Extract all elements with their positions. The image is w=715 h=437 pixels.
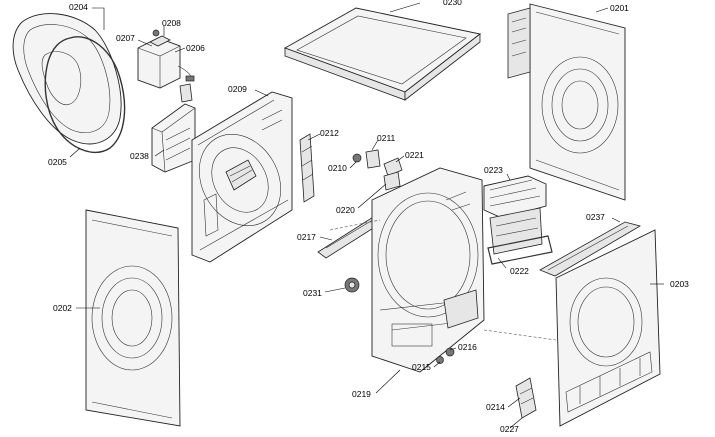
callout-0215: 0215	[412, 362, 431, 372]
part-side-panel-0202	[85, 209, 181, 427]
part-seal-0222	[487, 235, 553, 265]
part-handle-0214-0227	[515, 377, 537, 419]
callout-0237: 0237	[586, 212, 605, 222]
part-knob-0231	[344, 277, 360, 293]
callout-0208: 0208	[162, 18, 181, 28]
part-side-panel-0201	[507, 3, 626, 201]
callout-0238: 0238	[130, 151, 149, 161]
callout-0227: 0227	[500, 424, 519, 434]
callout-0219: 0219	[352, 389, 371, 399]
callout-0210: 0210	[328, 163, 347, 173]
callout-0209: 0209	[228, 84, 247, 94]
callout-0202: 0202	[53, 303, 72, 313]
part-gasket-0205	[44, 36, 126, 153]
part-top-cover-0230	[283, 7, 482, 101]
part-rear-panel-0209	[191, 91, 293, 263]
callout-0203: 0203	[670, 279, 689, 289]
part-screws-0216-0215	[436, 347, 455, 364]
part-front-panel-0203	[555, 229, 661, 427]
callout-0216: 0216	[458, 342, 477, 352]
callout-0207: 0207	[116, 33, 135, 43]
callout-0222: 0222	[510, 266, 529, 276]
part-screws-0211-0210	[352, 149, 381, 169]
part-clip-0220	[383, 171, 401, 191]
part-filter-0223	[483, 175, 547, 255]
part-strip-0237	[539, 221, 642, 277]
callout-0223: 0223	[484, 165, 503, 175]
callout-0220: 0220	[336, 205, 355, 215]
callout-0206: 0206	[186, 43, 205, 53]
part-module-0206	[137, 29, 195, 89]
callout-0230: 0230	[443, 0, 462, 7]
part-filter-housing-0238	[151, 83, 196, 173]
callout-0231: 0231	[303, 288, 322, 298]
callout-0211: 0211	[377, 133, 396, 143]
part-front-shield-0219	[371, 167, 485, 373]
callout-0205: 0205	[48, 157, 67, 167]
part-door-seal-0204	[12, 13, 122, 145]
assembly-lines	[329, 219, 557, 341]
callout-0204: 0204	[69, 2, 88, 12]
callout-0212: 0212	[320, 128, 339, 138]
callout-0214: 0214	[486, 402, 505, 412]
callout-0201: 0201	[610, 3, 629, 13]
callout-labels: 0204 0208 0207 0206 0205 0238 0209 0230 …	[48, 0, 689, 434]
part-hinge-0212	[299, 133, 315, 203]
part-clip-0221	[383, 157, 403, 177]
callout-0221: 0221	[405, 150, 424, 160]
callout-0217: 0217	[297, 232, 316, 242]
leader-lines	[69, 2, 664, 429]
